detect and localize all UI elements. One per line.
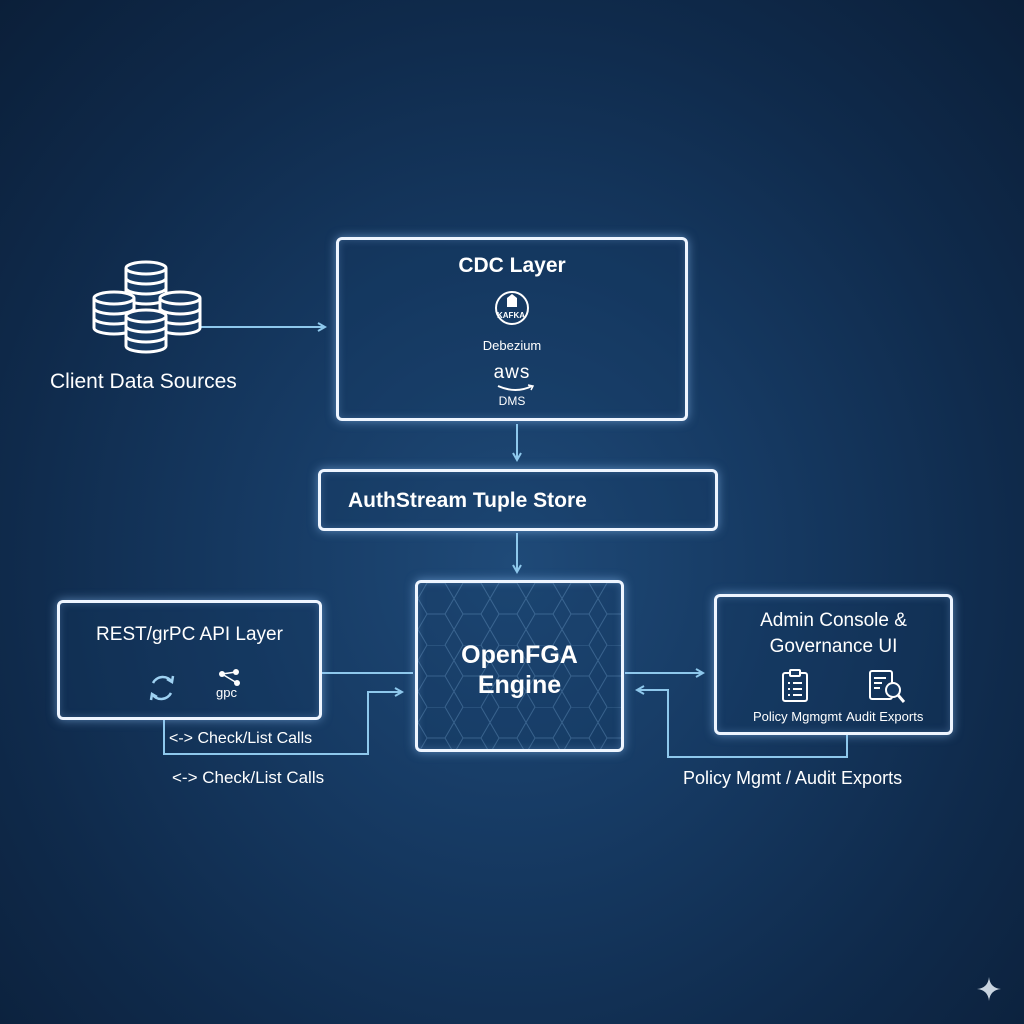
sparkle-icon bbox=[977, 977, 1001, 1001]
audit-exports-label: Audit Exports bbox=[846, 709, 924, 724]
policy-audit-bottom-label: Policy Mgmt / Audit Exports bbox=[683, 768, 903, 788]
engine-title-line2: Engine bbox=[477, 671, 562, 699]
api-layer-box[interactable]: REST/grPC API Layer gpc bbox=[57, 600, 322, 720]
arrow-admin-to-engine bbox=[637, 690, 848, 758]
grpc-logo-icon bbox=[219, 669, 240, 686]
refresh-icon bbox=[149, 675, 175, 701]
audit-search-icon bbox=[869, 670, 906, 703]
admin-title-line1: Admin Console & bbox=[760, 610, 907, 631]
hex-grid-pattern bbox=[418, 583, 621, 749]
check-list-calls-outer-label: <-> Check/List Calls bbox=[172, 768, 325, 787]
kafka-logo-icon bbox=[495, 291, 529, 325]
engine-title-line1: OpenFGA bbox=[461, 641, 578, 669]
cdc-layer-title: CDC Layer bbox=[458, 254, 566, 277]
debezium-label: Debezium bbox=[482, 338, 542, 353]
check-list-calls-inner-label: <-> Check/List Calls bbox=[169, 730, 313, 747]
database-stack-icon bbox=[92, 260, 202, 354]
client-sources-label: Client Data Sources bbox=[50, 370, 237, 393]
admin-title-line2: Governance UI bbox=[769, 636, 898, 657]
admin-console-box[interactable]: Admin Console & Governance UI Policy Mgm… bbox=[714, 594, 953, 735]
grpc-label: gpc bbox=[216, 685, 237, 700]
arrow-api-calls-to-engine bbox=[163, 692, 402, 755]
cdc-layer-box[interactable]: CDC Layer KAFKA Debezium aws DMS bbox=[336, 237, 688, 421]
aws-label: aws bbox=[493, 362, 531, 383]
tuple-store-box[interactable]: AuthStream Tuple Store bbox=[318, 469, 718, 531]
policy-mgmt-label: Policy Mgmgmt bbox=[753, 709, 842, 724]
api-layer-title: REST/grPC API Layer bbox=[96, 624, 283, 645]
openfga-engine-box[interactable]: OpenFGA Engine bbox=[415, 580, 624, 752]
tuple-store-title: AuthStream Tuple Store bbox=[348, 489, 587, 512]
kafka-label: KAFKA bbox=[497, 311, 525, 320]
aws-smile-icon bbox=[497, 384, 535, 391]
clipboard-icon bbox=[782, 669, 808, 702]
dms-label: DMS bbox=[498, 394, 526, 408]
